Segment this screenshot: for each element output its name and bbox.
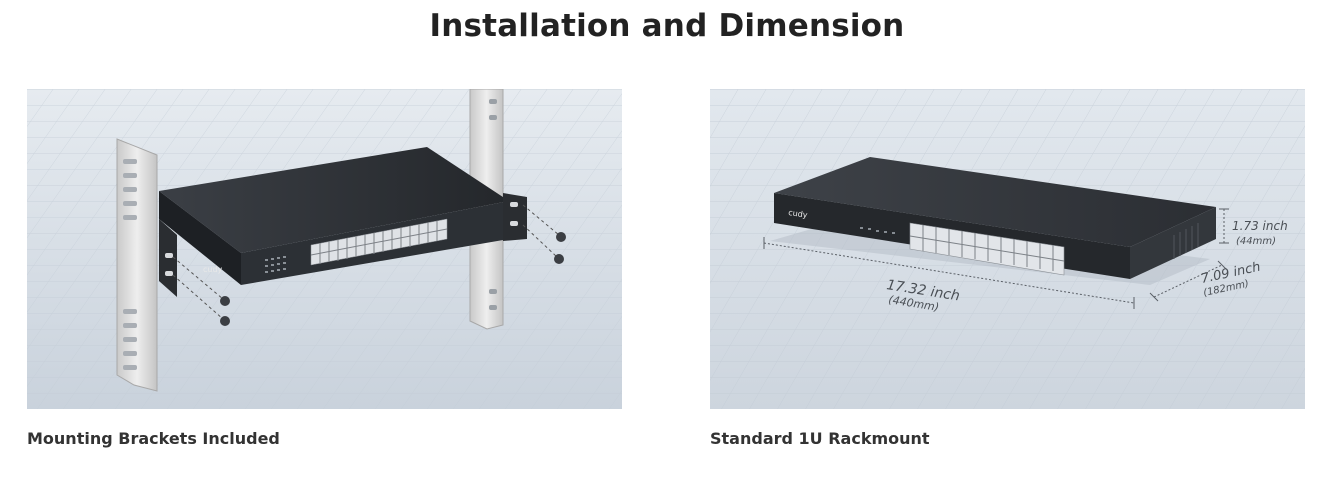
- height-metric: (44mm): [1236, 236, 1276, 247]
- network-switch: cudy: [774, 157, 1216, 279]
- mounting-bracket-left: [159, 219, 177, 297]
- network-switch: cudy: [159, 147, 509, 285]
- caption-mounting-brackets: Mounting Brackets Included: [27, 429, 280, 448]
- width-dimension-line: [763, 237, 1135, 309]
- brand-logo: cudy: [203, 265, 223, 274]
- mounting-brackets-image: cudy: [27, 89, 622, 409]
- caption-standard-rackmount: Standard 1U Rackmount: [710, 429, 930, 448]
- page-title: Installation and Dimension: [429, 8, 905, 44]
- dimension-illustration: cudy 17.32 inch (440mm) 1.73 inch (44mm)…: [710, 89, 1305, 409]
- brand-logo: cudy: [788, 208, 809, 220]
- height-label: 1.73 inch: [1232, 219, 1288, 233]
- depth-dimension-line: [1149, 260, 1227, 302]
- rack-rail-left: [116, 138, 158, 392]
- mounting-bracket-right: [503, 193, 527, 241]
- rackmount-dimension-image: cudy 17.32 inch (440mm) 1.73 inch (44mm)…: [710, 89, 1305, 409]
- rack-mount-illustration: cudy: [27, 89, 622, 409]
- height-dimension-line: [1219, 208, 1229, 244]
- screw-icon: [220, 232, 566, 326]
